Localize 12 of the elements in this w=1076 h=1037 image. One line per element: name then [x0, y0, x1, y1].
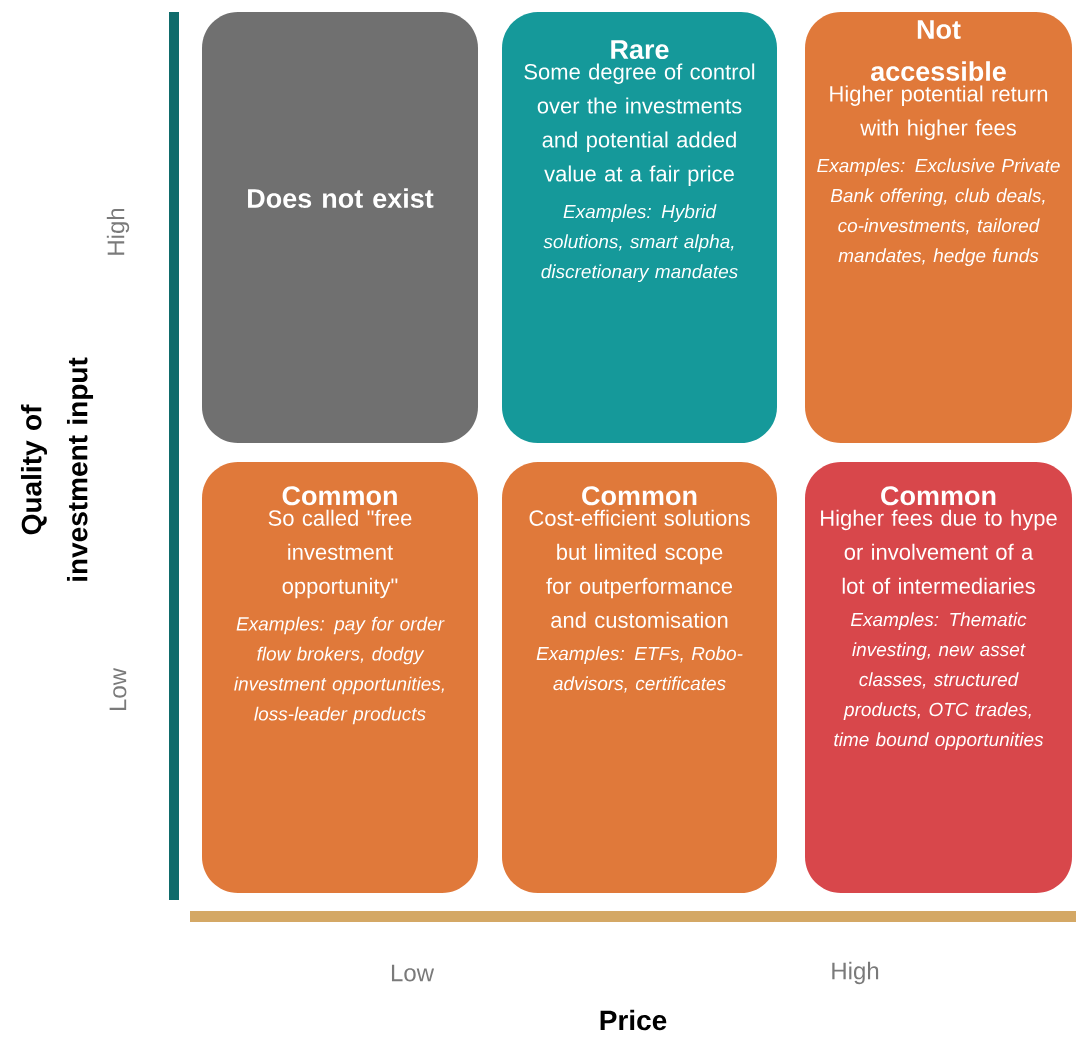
- quadrant-card: Not accessible Higher potential return with higher fees Examples: Exclusive Private Bank offering, club deals, co-investments, tailored mandates, hedge funds: [805, 12, 1072, 443]
- quadrant-card: Rare Some degree of control over the investments and potential added value at a fair price Examples: Hybrid solutions, smart alpha, discretionary mandates: [502, 12, 777, 443]
- axis-tick-label: High: [832, 961, 879, 985]
- quadrant-card: Common Cost-efficient solutions but limited scope for outperformance and customisation Examples: ETFs, Robo-advisors, certificates: [502, 462, 777, 893]
- quadrant-card: Common So called "free investment opportunity" Examples: pay for order flow brokers, dodgy investment opportunities, loss-leader products: [202, 462, 478, 893]
- quadrant-card: Common Higher fees due to hype or involvement of a lot of intermediaries Examples: Thematic investing, new asset classes, structured products, OTC trades, time bound opportunities: [805, 462, 1072, 893]
- axis-tick-label: High: [106, 208, 130, 255]
- axis-title: Price: [600, 1009, 667, 1031]
- quadrant-card: Does not exist: [202, 12, 478, 443]
- axis-tick-label: Low: [391, 964, 435, 982]
- axis-title: Quality of investment input: [20, 357, 94, 581]
- axis-tick-label: Low: [109, 667, 127, 711]
